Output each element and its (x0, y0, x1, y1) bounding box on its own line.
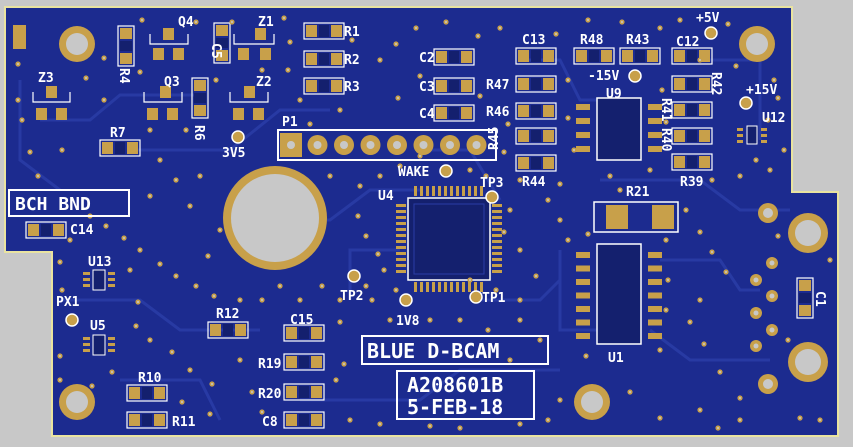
label-r12: R12 (216, 307, 239, 322)
label-c8: C8 (262, 415, 278, 430)
label-u12: U12 (762, 111, 785, 126)
label-u4: U4 (378, 189, 394, 204)
label-r2: R2 (344, 53, 360, 68)
label-z3: Z3 (38, 71, 54, 86)
label-r48: R48 (580, 33, 604, 48)
label-r19: R19 (258, 357, 281, 372)
label-r44: R44 (522, 175, 546, 190)
connector-pins (750, 257, 778, 352)
silk-text-date: 5-FEB-18 (407, 395, 503, 419)
label-p5v: +5V (696, 11, 720, 26)
label-u9: U9 (606, 87, 622, 102)
label-z1: Z1 (258, 15, 274, 30)
traces (18, 58, 790, 421)
silk-text-blue: BLUE D-BCAM (367, 339, 499, 363)
label-p1: P1 (282, 115, 298, 130)
label-q4: Q4 (178, 15, 194, 30)
label-r1: R1 (344, 25, 360, 40)
label-r3: R3 (344, 80, 360, 95)
ic-u13 (83, 269, 115, 291)
label-u5: U5 (90, 319, 106, 334)
label-c14: C14 (70, 223, 94, 238)
label-r4: R4 (116, 68, 131, 84)
label-wake: WAKE (398, 165, 429, 180)
passive-components (25, 22, 814, 429)
silk-text-bch: BCH BND (15, 194, 91, 215)
label-r43: R43 (626, 33, 649, 48)
ic-u1 (576, 243, 662, 345)
label-c5: C5 (208, 43, 223, 59)
label-m15v: -15V (588, 69, 619, 84)
silk-box-blue: BLUE D-BCAM (361, 335, 549, 365)
header-p1 (277, 129, 497, 161)
label-tp3: TP3 (480, 176, 503, 191)
label-r47: R47 (486, 78, 509, 93)
label-r41: R41 (658, 98, 673, 122)
label-v1v8: 1V8 (396, 314, 420, 329)
label-r11: R11 (172, 415, 196, 430)
label-r46: R46 (486, 105, 510, 120)
label-c12: C12 (676, 35, 699, 50)
ic-u5 (83, 334, 115, 356)
label-v3v5: 3V5 (222, 146, 245, 161)
silk-box-part: A208601B 5-FEB-18 (396, 370, 535, 420)
mounting-holes (59, 26, 828, 420)
ic-u9 (576, 97, 662, 161)
label-tp2: TP2 (340, 289, 363, 304)
label-c2: C2 (419, 51, 435, 66)
label-tp1: TP1 (482, 291, 506, 306)
pad-corner (13, 25, 26, 49)
label-r6: R6 (191, 125, 206, 141)
label-r45: R45 (487, 127, 502, 150)
test-points (65, 26, 753, 327)
sot-parts (36, 28, 271, 120)
label-c4: C4 (419, 107, 435, 122)
ic-u4 (396, 186, 502, 292)
ic-u12 (737, 125, 767, 145)
label-px1: PX1 (56, 295, 80, 310)
label-q3: Q3 (164, 75, 180, 90)
label-z2: Z2 (256, 75, 272, 90)
label-c3: C3 (419, 80, 435, 95)
label-c13: C13 (522, 33, 545, 48)
label-r42: R42 (708, 72, 723, 95)
label-r20: R20 (258, 387, 282, 402)
silk-text-part: A208601B (407, 373, 503, 397)
label-r21: R21 (626, 185, 650, 200)
label-r39: R39 (680, 175, 703, 190)
label-r10: R10 (138, 371, 162, 386)
label-r7: R7 (110, 126, 126, 141)
label-p15v: +15V (746, 83, 777, 98)
label-u1: U1 (608, 351, 624, 366)
label-r40: R40 (658, 128, 673, 152)
sot-outlines (32, 34, 275, 103)
label-c15: C15 (290, 313, 313, 328)
label-c1: C1 (812, 291, 827, 307)
vias (15, 15, 833, 431)
label-u13: U13 (88, 255, 111, 270)
resistor-r21 (593, 201, 679, 233)
silk-box-bch: BCH BND (8, 189, 130, 217)
